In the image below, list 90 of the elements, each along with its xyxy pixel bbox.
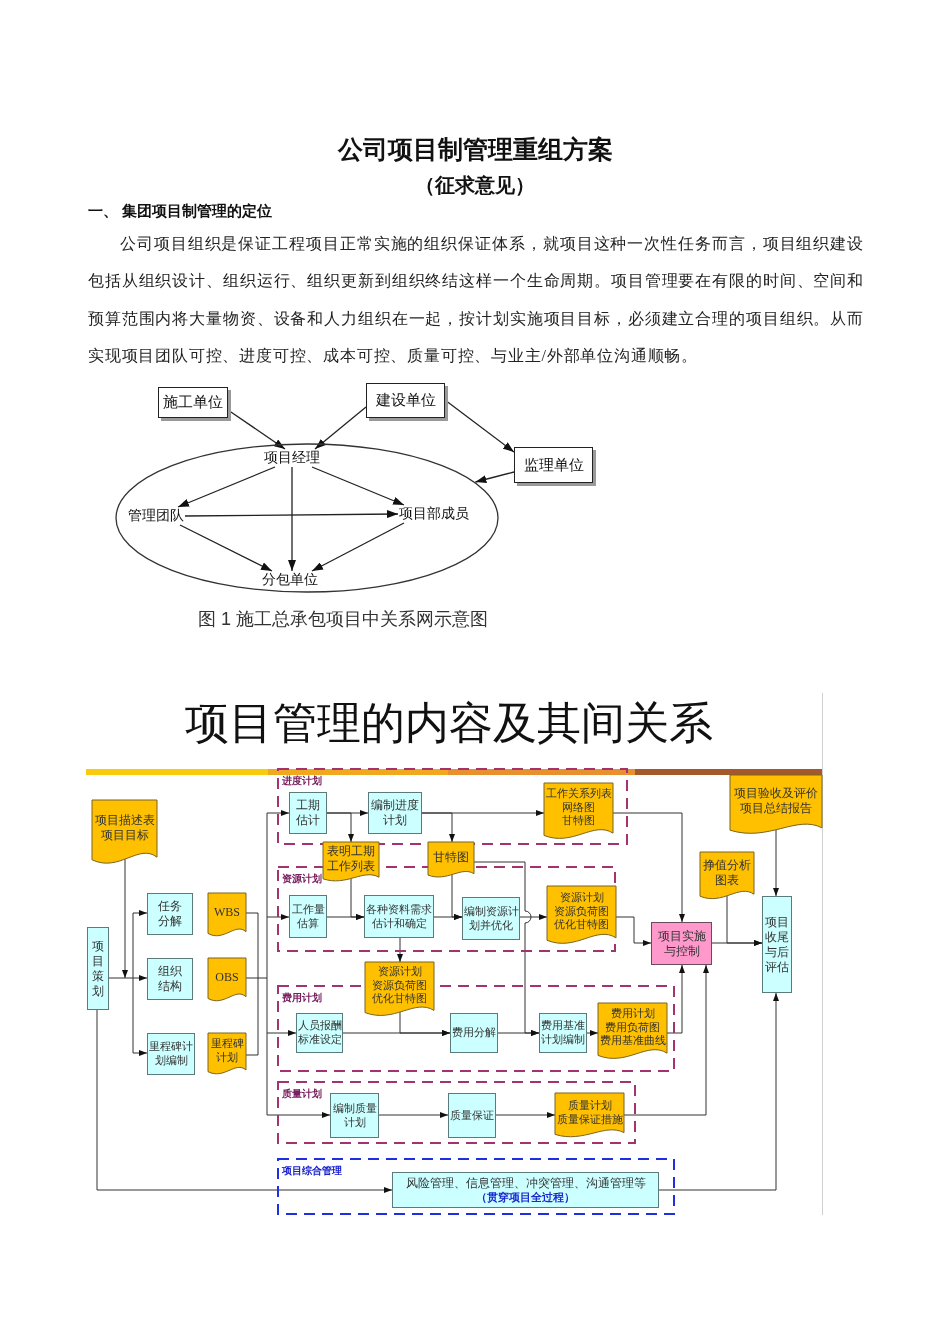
arrow xyxy=(311,522,405,572)
dashed-group-frame xyxy=(277,1158,675,1215)
process-box: 人员报酬标准设定 xyxy=(296,1013,343,1053)
arrow xyxy=(266,1030,297,1036)
process-box: 工作量估算 xyxy=(289,895,327,938)
process-box: 里程碑计划编制 xyxy=(147,1033,195,1075)
document-shape: 资源计划 资源负荷图 优化甘特图 xyxy=(547,886,616,945)
entity-box: 施工单位 xyxy=(158,387,228,418)
node-label: 项目经理 xyxy=(263,449,321,467)
process-box: 项目策划 xyxy=(87,927,109,1010)
arrow xyxy=(615,916,652,946)
arrow xyxy=(773,829,779,897)
document-shape: OBS xyxy=(208,958,246,1002)
arrow xyxy=(266,914,290,920)
arrow xyxy=(96,1009,393,1193)
document-shape: 项目描述表 项目目标 xyxy=(92,800,157,865)
section-heading: 一、 集团项目制管理的定位 xyxy=(88,202,273,221)
ellipse-boundary xyxy=(115,443,499,593)
document-shape: WBS xyxy=(208,893,246,937)
arrow xyxy=(612,812,685,923)
group-title: 费用计划 xyxy=(282,992,322,1003)
document-shape: 工作关系列表 网络图 甘特图 xyxy=(544,783,613,840)
arrow xyxy=(658,992,779,1191)
arrow xyxy=(378,1112,449,1118)
arrow xyxy=(397,937,403,963)
group-title: 资源计划 xyxy=(282,873,322,884)
arrow xyxy=(451,874,463,920)
process-box: 费用基准计划编制 xyxy=(539,1013,587,1053)
process-box: 项目实施与控制 xyxy=(651,922,712,965)
arrow xyxy=(179,524,273,572)
document-shape: 挣值分析图表 xyxy=(700,852,754,900)
document-shape: 甘特图 xyxy=(428,842,474,878)
connector-line xyxy=(245,977,259,979)
node-label: 分包单位 xyxy=(261,571,319,589)
process-box: 各种资料需求估计和确定 xyxy=(364,895,434,938)
process-box: 任务分解 xyxy=(147,893,193,935)
arrow xyxy=(266,1112,331,1118)
body-paragraph: 公司项目组织是保证工程项目正常实施的组织保证体系，就项目这种一次性任务而言，项目组织建设包括从组织设计、组织运行、组织更新到组织终结这样一个生命周期。项目管理要在有限的时间、空间和预算范围内将大量物资、设备和人力组织在一起，按计划实施项目目标，必须建立合理的项目组织。从而实现项目团队可控、进度可控、成本可控、质量可控、与业主/外部单位沟通顺畅。 xyxy=(88,234,864,366)
process-box: 组织结构 xyxy=(147,958,193,1000)
arrow xyxy=(177,466,276,508)
document-shape: 费用计划 费用负荷图 费用基准曲线 xyxy=(598,1003,667,1060)
arrow xyxy=(497,1030,540,1036)
arrow xyxy=(519,914,548,920)
document-shape: 里程碑计划 xyxy=(208,1033,246,1075)
slide-title: 项目管理的内容及其间关系 xyxy=(185,697,713,749)
document-shape: 资源计划 资源负荷图 优化甘特图 xyxy=(365,962,434,1017)
document-shape: 质量计划 质量保证措施 xyxy=(555,1093,624,1138)
arrow xyxy=(326,914,365,920)
arrow xyxy=(726,895,763,946)
arrow xyxy=(184,510,399,519)
entity-box: 建设单位 xyxy=(366,383,445,418)
arrow xyxy=(132,1050,148,1056)
dashed-group-frame xyxy=(277,1081,636,1144)
arrow xyxy=(474,471,515,484)
subtitle: （征求意见） xyxy=(415,173,535,198)
arrow xyxy=(586,1030,599,1036)
document-shape: 表明工期工作列表 xyxy=(323,842,379,882)
process-box: 质量保证 xyxy=(448,1093,496,1138)
process-box: 项目收尾与后评估 xyxy=(762,896,792,993)
arrow xyxy=(495,1112,556,1118)
process-box: 费用分解 xyxy=(450,1013,498,1053)
process-box: 编制质量计划 xyxy=(330,1093,379,1138)
entity-box: 监理单位 xyxy=(514,447,593,483)
figure-caption: 图 1 施工总承包项目中关系网示意图 xyxy=(198,608,488,631)
arrow xyxy=(623,964,709,1116)
arrow xyxy=(132,910,148,916)
dashed-group-frame xyxy=(277,768,628,845)
node-label: 管理团队 xyxy=(127,507,185,525)
connector-line xyxy=(245,977,259,1056)
node-label: 项目部成员 xyxy=(398,505,470,523)
arrow xyxy=(311,466,405,506)
group-title: 质量计划 xyxy=(282,1088,322,1099)
arrow xyxy=(288,466,296,572)
arrow xyxy=(666,964,685,1034)
process-box: 编制进度计划 xyxy=(368,792,422,834)
document-title: 公司项目制管理重组方案 xyxy=(337,134,613,165)
group-title: 进度计划 xyxy=(282,775,322,786)
arrow xyxy=(266,810,290,816)
process-box: 风险管理、信息管理、冲突管理、沟通管理等 （贯穿项目全过程） xyxy=(392,1172,659,1208)
arrow xyxy=(421,812,455,843)
group-title: 项目综合管理 xyxy=(282,1165,342,1176)
arrow xyxy=(314,406,367,450)
arrow xyxy=(326,812,354,843)
process-box: 工期估计 xyxy=(289,792,327,834)
arrow xyxy=(342,1030,451,1036)
document-shape: 项目验收及评价 项目总结报告 xyxy=(730,775,822,835)
connector-line xyxy=(108,977,126,979)
connector-line xyxy=(245,912,259,979)
process-box: 编制资源计划并优化 xyxy=(462,897,520,940)
connector-line xyxy=(257,812,268,1116)
